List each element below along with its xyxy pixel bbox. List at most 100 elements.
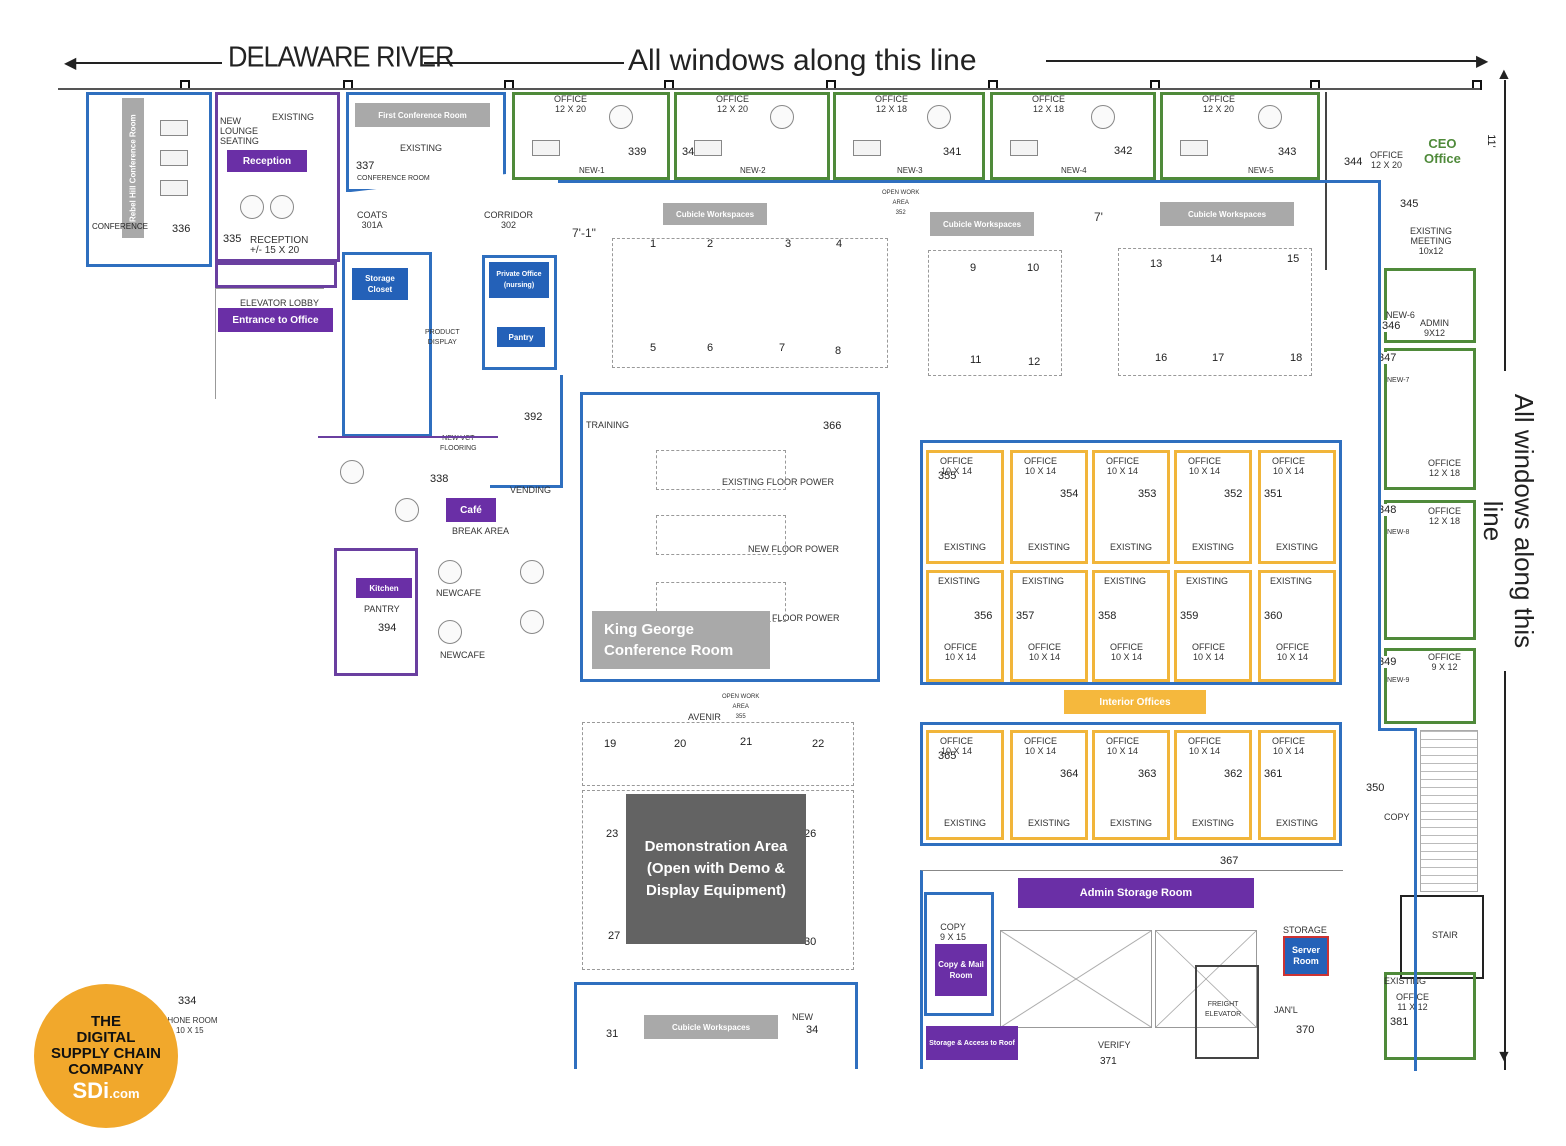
office-dims: OFFICE 10 X 14 xyxy=(1106,736,1139,756)
office-364[interactable] xyxy=(1010,730,1088,840)
copy-mail-room[interactable] xyxy=(924,892,994,1016)
office-349[interactable] xyxy=(1384,648,1476,724)
cubicle-number: 15 xyxy=(1287,253,1300,265)
office-355[interactable] xyxy=(926,450,1004,564)
office-dims: OFFICE 12 X 20 xyxy=(554,94,587,114)
office-354[interactable] xyxy=(1010,450,1088,564)
reception-text: RECEPTION +/- 15 X 20 xyxy=(250,235,309,256)
office-362[interactable] xyxy=(1174,730,1252,840)
office-342[interactable] xyxy=(990,92,1156,180)
office-note: NEW-9 xyxy=(1387,677,1410,684)
top-arrow-line-right xyxy=(1046,60,1478,62)
office-341[interactable] xyxy=(833,92,985,180)
cubicle-number: 27 xyxy=(608,930,621,942)
office-note: NEW-3 xyxy=(897,166,923,175)
reception-area[interactable] xyxy=(215,92,340,262)
kg-seat-row-2 xyxy=(656,515,786,555)
room-365: 365 xyxy=(938,750,957,762)
room-347: 347 xyxy=(1378,352,1397,364)
cubicle-number: 13 xyxy=(1150,258,1163,270)
room-350: 350 xyxy=(1366,782,1385,794)
office-note: NEW-5 xyxy=(1248,166,1274,175)
private-office[interactable] xyxy=(482,255,557,370)
king-george-conference-room[interactable] xyxy=(580,392,880,682)
admin-office[interactable] xyxy=(1384,268,1476,343)
existing-label: EXISTING xyxy=(1186,576,1229,586)
office-356[interactable] xyxy=(926,570,1004,682)
office-dims: OFFICE 10 X 14 xyxy=(1110,642,1143,662)
new-vct: NEW VCT FLOORING xyxy=(440,435,477,452)
pantry-room[interactable] xyxy=(334,548,418,676)
existing-text-2: EXISTING xyxy=(400,143,443,153)
office-363[interactable] xyxy=(1092,730,1170,840)
office-note: NEW-7 xyxy=(1387,377,1410,384)
office-dims: OFFICE 10 X 14 xyxy=(944,642,977,662)
logo-suffix: .com xyxy=(109,1086,140,1101)
office-357[interactable] xyxy=(1010,570,1088,682)
room-339: 339 xyxy=(628,146,647,158)
office-351[interactable] xyxy=(1258,450,1336,564)
open-work-area-1: OPEN WORK AREA 352 xyxy=(882,190,920,216)
arrow-right-icon: ▶ xyxy=(1476,53,1489,70)
office-dims: OFFICE 12 X 20 xyxy=(1202,94,1235,114)
kg-seat-row-1 xyxy=(656,450,786,490)
office-347[interactable] xyxy=(1384,348,1476,490)
copy-mail-tag: Copy & Mail Room xyxy=(935,944,987,996)
interior-offices-block-top xyxy=(920,440,1342,685)
demonstration-area-tag: Demonstration Area (Open with Demo & Dis… xyxy=(626,794,806,944)
cafe-wall xyxy=(318,436,498,438)
dim-mid: 7' xyxy=(1094,210,1103,224)
interior-offices-tag: Interior Offices xyxy=(1064,690,1206,714)
cubicle-number: 21 xyxy=(740,736,753,748)
office-360[interactable] xyxy=(1258,570,1336,682)
room-344: 344 xyxy=(1344,156,1363,168)
office-361[interactable] xyxy=(1258,730,1336,840)
office-note: NEW-1 xyxy=(579,166,605,175)
cubicles-bottom-tag: Cubicle Workspaces xyxy=(644,1015,778,1039)
office-dims: OFFICE 10 X 14 xyxy=(1188,736,1221,756)
table-icon xyxy=(520,560,544,584)
copy-small: COPY xyxy=(1384,812,1410,822)
room-346: 346 xyxy=(1382,320,1401,332)
office-340[interactable] xyxy=(674,92,830,180)
office-359[interactable] xyxy=(1174,570,1252,682)
first-conf-text: CONFERENCE ROOM xyxy=(357,175,430,182)
storage-closet[interactable] xyxy=(342,252,432,437)
admin-label: ADMIN 9X12 xyxy=(1420,318,1449,338)
table-icon xyxy=(609,105,633,129)
office-dims: OFFICE 10 X 14 xyxy=(940,456,973,476)
existing-label: EXISTING xyxy=(1110,542,1153,552)
desk-icon xyxy=(853,140,881,156)
window-tick xyxy=(664,80,674,90)
arrow-left-icon: ◀ xyxy=(64,55,77,72)
office-381[interactable] xyxy=(1384,972,1476,1060)
office-353[interactable] xyxy=(1092,450,1170,564)
rebel-hill-conference-room[interactable] xyxy=(86,92,212,267)
office-note: NEW-2 xyxy=(740,166,766,175)
office-348[interactable] xyxy=(1384,500,1476,640)
room-345: 345 xyxy=(1400,198,1419,210)
room-356: 356 xyxy=(974,610,993,622)
table-icon xyxy=(770,105,794,129)
office-339[interactable] xyxy=(512,92,670,180)
cubicles-bottom-zone xyxy=(574,982,858,1069)
conf-text: CONFERENCE xyxy=(92,222,149,231)
elevator-lobby xyxy=(215,262,337,288)
existing-label: EXISTING xyxy=(1192,542,1235,552)
table-icon xyxy=(927,105,951,129)
office-358[interactable] xyxy=(1092,570,1170,682)
cafe-tag: Café xyxy=(446,498,496,522)
top-arrow-line-mid xyxy=(424,62,624,64)
room-351: 351 xyxy=(1264,488,1283,500)
desk-icon xyxy=(532,140,560,156)
office-343[interactable] xyxy=(1160,92,1320,180)
room-394: 394 xyxy=(378,622,397,634)
desk-icon xyxy=(1010,140,1038,156)
office-352[interactable] xyxy=(1174,450,1252,564)
cubicle-number: 30 xyxy=(804,936,817,948)
cubicle-number: 10 xyxy=(1027,262,1040,274)
storage-roof-tag: Storage & Access to Roof xyxy=(926,1026,1018,1060)
table-icon xyxy=(1258,105,1282,129)
office-365[interactable] xyxy=(926,730,1004,840)
lobby-line xyxy=(215,288,324,399)
